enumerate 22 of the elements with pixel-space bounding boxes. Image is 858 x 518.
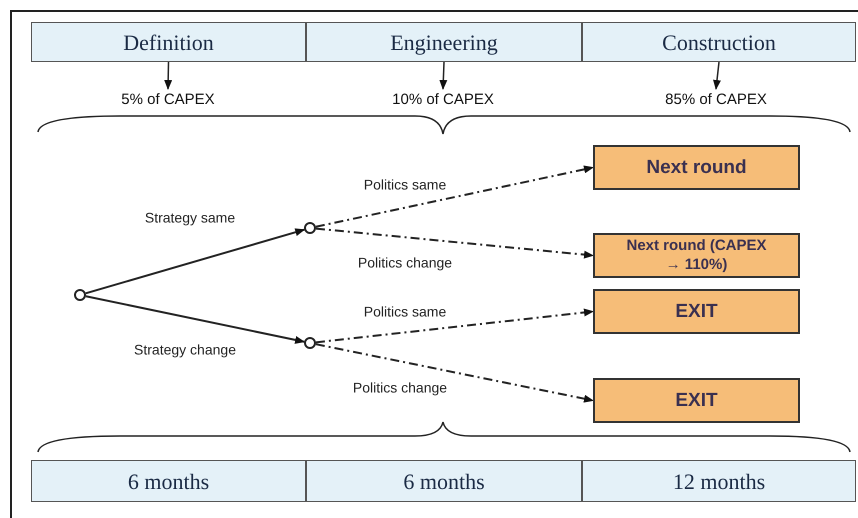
arrow xyxy=(439,62,448,90)
phase-box: Definition xyxy=(31,22,306,62)
arrow xyxy=(85,228,306,294)
phase-box: 6 months xyxy=(31,460,306,502)
phase-box: 12 months xyxy=(582,460,856,502)
phase-box: Construction xyxy=(582,22,856,62)
outcome-box: EXIT xyxy=(593,378,800,423)
capex-label: 5% of CAPEX xyxy=(98,89,238,111)
outcome-box: EXIT xyxy=(593,289,800,334)
arrow xyxy=(316,228,594,259)
arrow xyxy=(316,165,594,228)
arrow xyxy=(316,308,594,344)
arrow xyxy=(86,295,306,344)
capex-label: 85% of CAPEX xyxy=(646,89,786,111)
capex-label: 10% of CAPEX xyxy=(373,89,513,111)
outcome-box: Next round (CAPEX → 110%) xyxy=(593,233,800,278)
arrow xyxy=(713,62,721,90)
arrow xyxy=(164,62,172,90)
outcome-box: Next round xyxy=(593,145,800,190)
phase-box: Engineering xyxy=(306,22,582,62)
phase-box: 6 months xyxy=(306,460,582,502)
arrow xyxy=(316,343,594,403)
